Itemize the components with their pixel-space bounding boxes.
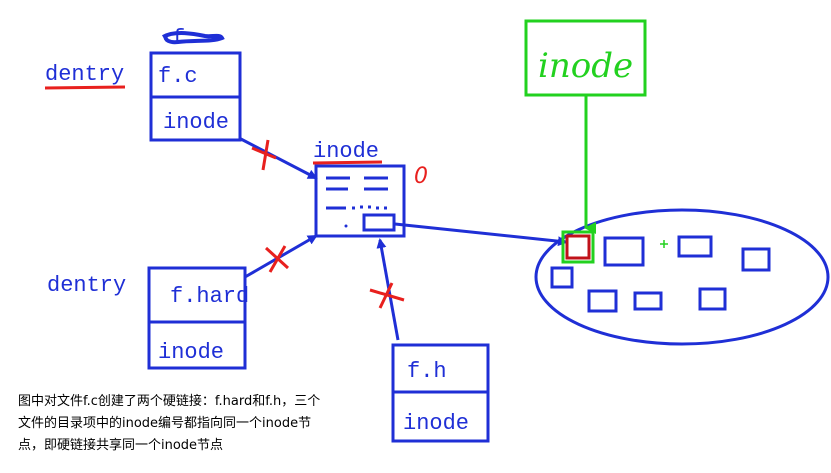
inode-node xyxy=(314,164,406,238)
data-block-ellipse xyxy=(534,208,830,346)
caption-line: 点，即硬链接共享同一个inode节点 xyxy=(18,438,224,453)
data-block xyxy=(550,266,574,289)
inode-underline xyxy=(312,160,383,165)
data-block xyxy=(677,235,713,258)
link-arrow-fc xyxy=(238,136,318,180)
file-fc-name: f.c xyxy=(158,64,198,89)
file-fh-name: f.h xyxy=(407,359,447,384)
caption-line: 图中对文件f.c创建了两个硬链接：f.hard和f.h，三个 xyxy=(18,394,321,409)
dentry-label-bottom: dentry xyxy=(47,273,126,298)
data-block xyxy=(603,236,645,267)
scribble-letter: f xyxy=(172,26,185,51)
file-fhard-box xyxy=(147,266,247,370)
data-block xyxy=(698,287,727,311)
inode-content-dots xyxy=(352,205,387,210)
cross-mark-fh xyxy=(369,282,405,309)
plus-mark xyxy=(660,240,668,248)
inode-legend-box xyxy=(524,19,647,97)
file-fhard-inode-field: inode xyxy=(158,340,224,365)
file-fhard-entry: f.hard inode xyxy=(147,266,249,370)
cross-mark-fc xyxy=(251,139,277,171)
inode-node-box xyxy=(314,164,406,238)
file-fh-inode-field: inode xyxy=(403,411,469,436)
data-block xyxy=(587,289,618,313)
scribble-stroke xyxy=(161,31,225,45)
scribble-mark: f xyxy=(161,26,225,51)
inode-block-pointer xyxy=(362,213,396,232)
dentry-underline xyxy=(44,85,126,90)
file-fc-entry: f.c inode xyxy=(149,51,242,142)
data-block xyxy=(741,247,771,272)
file-fh-entry: f.h inode xyxy=(391,343,490,443)
data-block-highlight-frame xyxy=(561,230,595,264)
caption: 图中对文件f.c创建了两个硬链接：f.hard和f.h，三个 文件的目录项中的i… xyxy=(18,391,378,457)
data-pointer-arrow xyxy=(394,222,568,247)
dentry-label-top: dentry xyxy=(45,62,124,87)
inode-dot xyxy=(344,224,348,228)
data-block xyxy=(633,291,663,311)
file-fhard-name: f.hard xyxy=(170,284,249,309)
inode-legend-text: inode xyxy=(538,46,633,86)
data-block-highlighted xyxy=(565,234,591,260)
inode-legend: inode xyxy=(524,19,647,234)
data-block-area xyxy=(534,208,830,346)
caption-line: 文件的目录项中的inode编号都指向同一个inode节 xyxy=(18,416,312,431)
inode-center-label: inode xyxy=(313,139,379,164)
cross-mark-fhard xyxy=(264,245,290,273)
link-count-zero: 0 xyxy=(414,164,428,189)
file-fc-inode-field: inode xyxy=(163,110,229,135)
